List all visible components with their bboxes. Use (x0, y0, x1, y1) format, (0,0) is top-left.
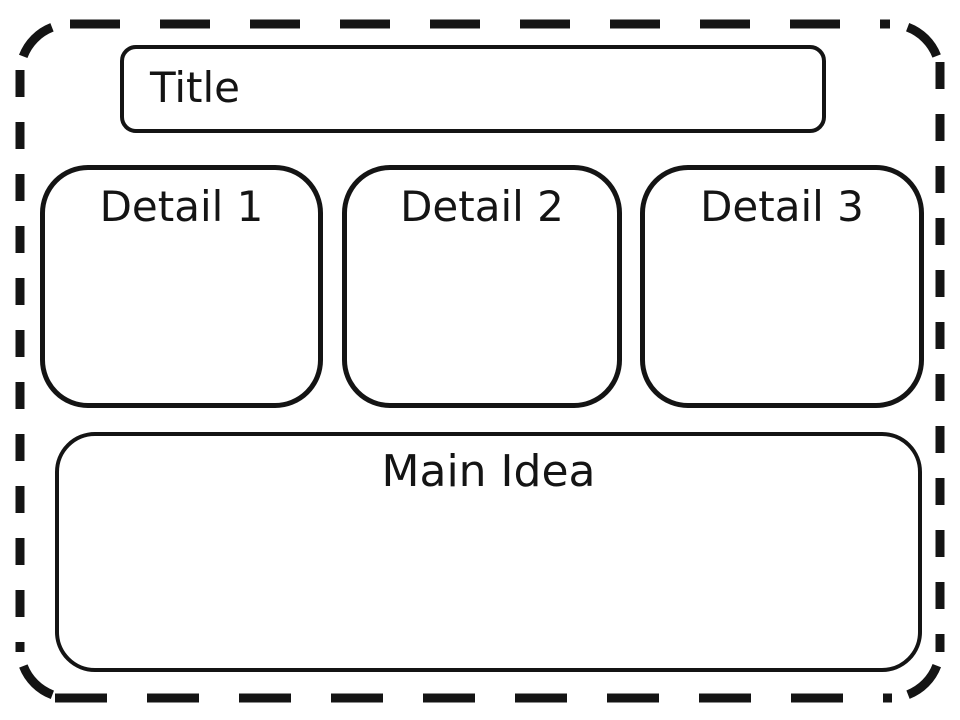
detail-box-2[interactable]: Detail 2 (342, 165, 622, 408)
detail-1-label: Detail 1 (99, 182, 264, 231)
main-idea-label: Main Idea (381, 446, 596, 497)
detail-box-3[interactable]: Detail 3 (640, 165, 924, 408)
detail-box-1[interactable]: Detail 1 (40, 165, 323, 408)
title-box[interactable]: Title (120, 45, 826, 133)
detail-3-label: Detail 3 (700, 182, 864, 231)
detail-2-label: Detail 2 (400, 182, 564, 231)
title-label: Title (150, 63, 241, 112)
main-idea-box[interactable]: Main Idea (55, 432, 922, 672)
